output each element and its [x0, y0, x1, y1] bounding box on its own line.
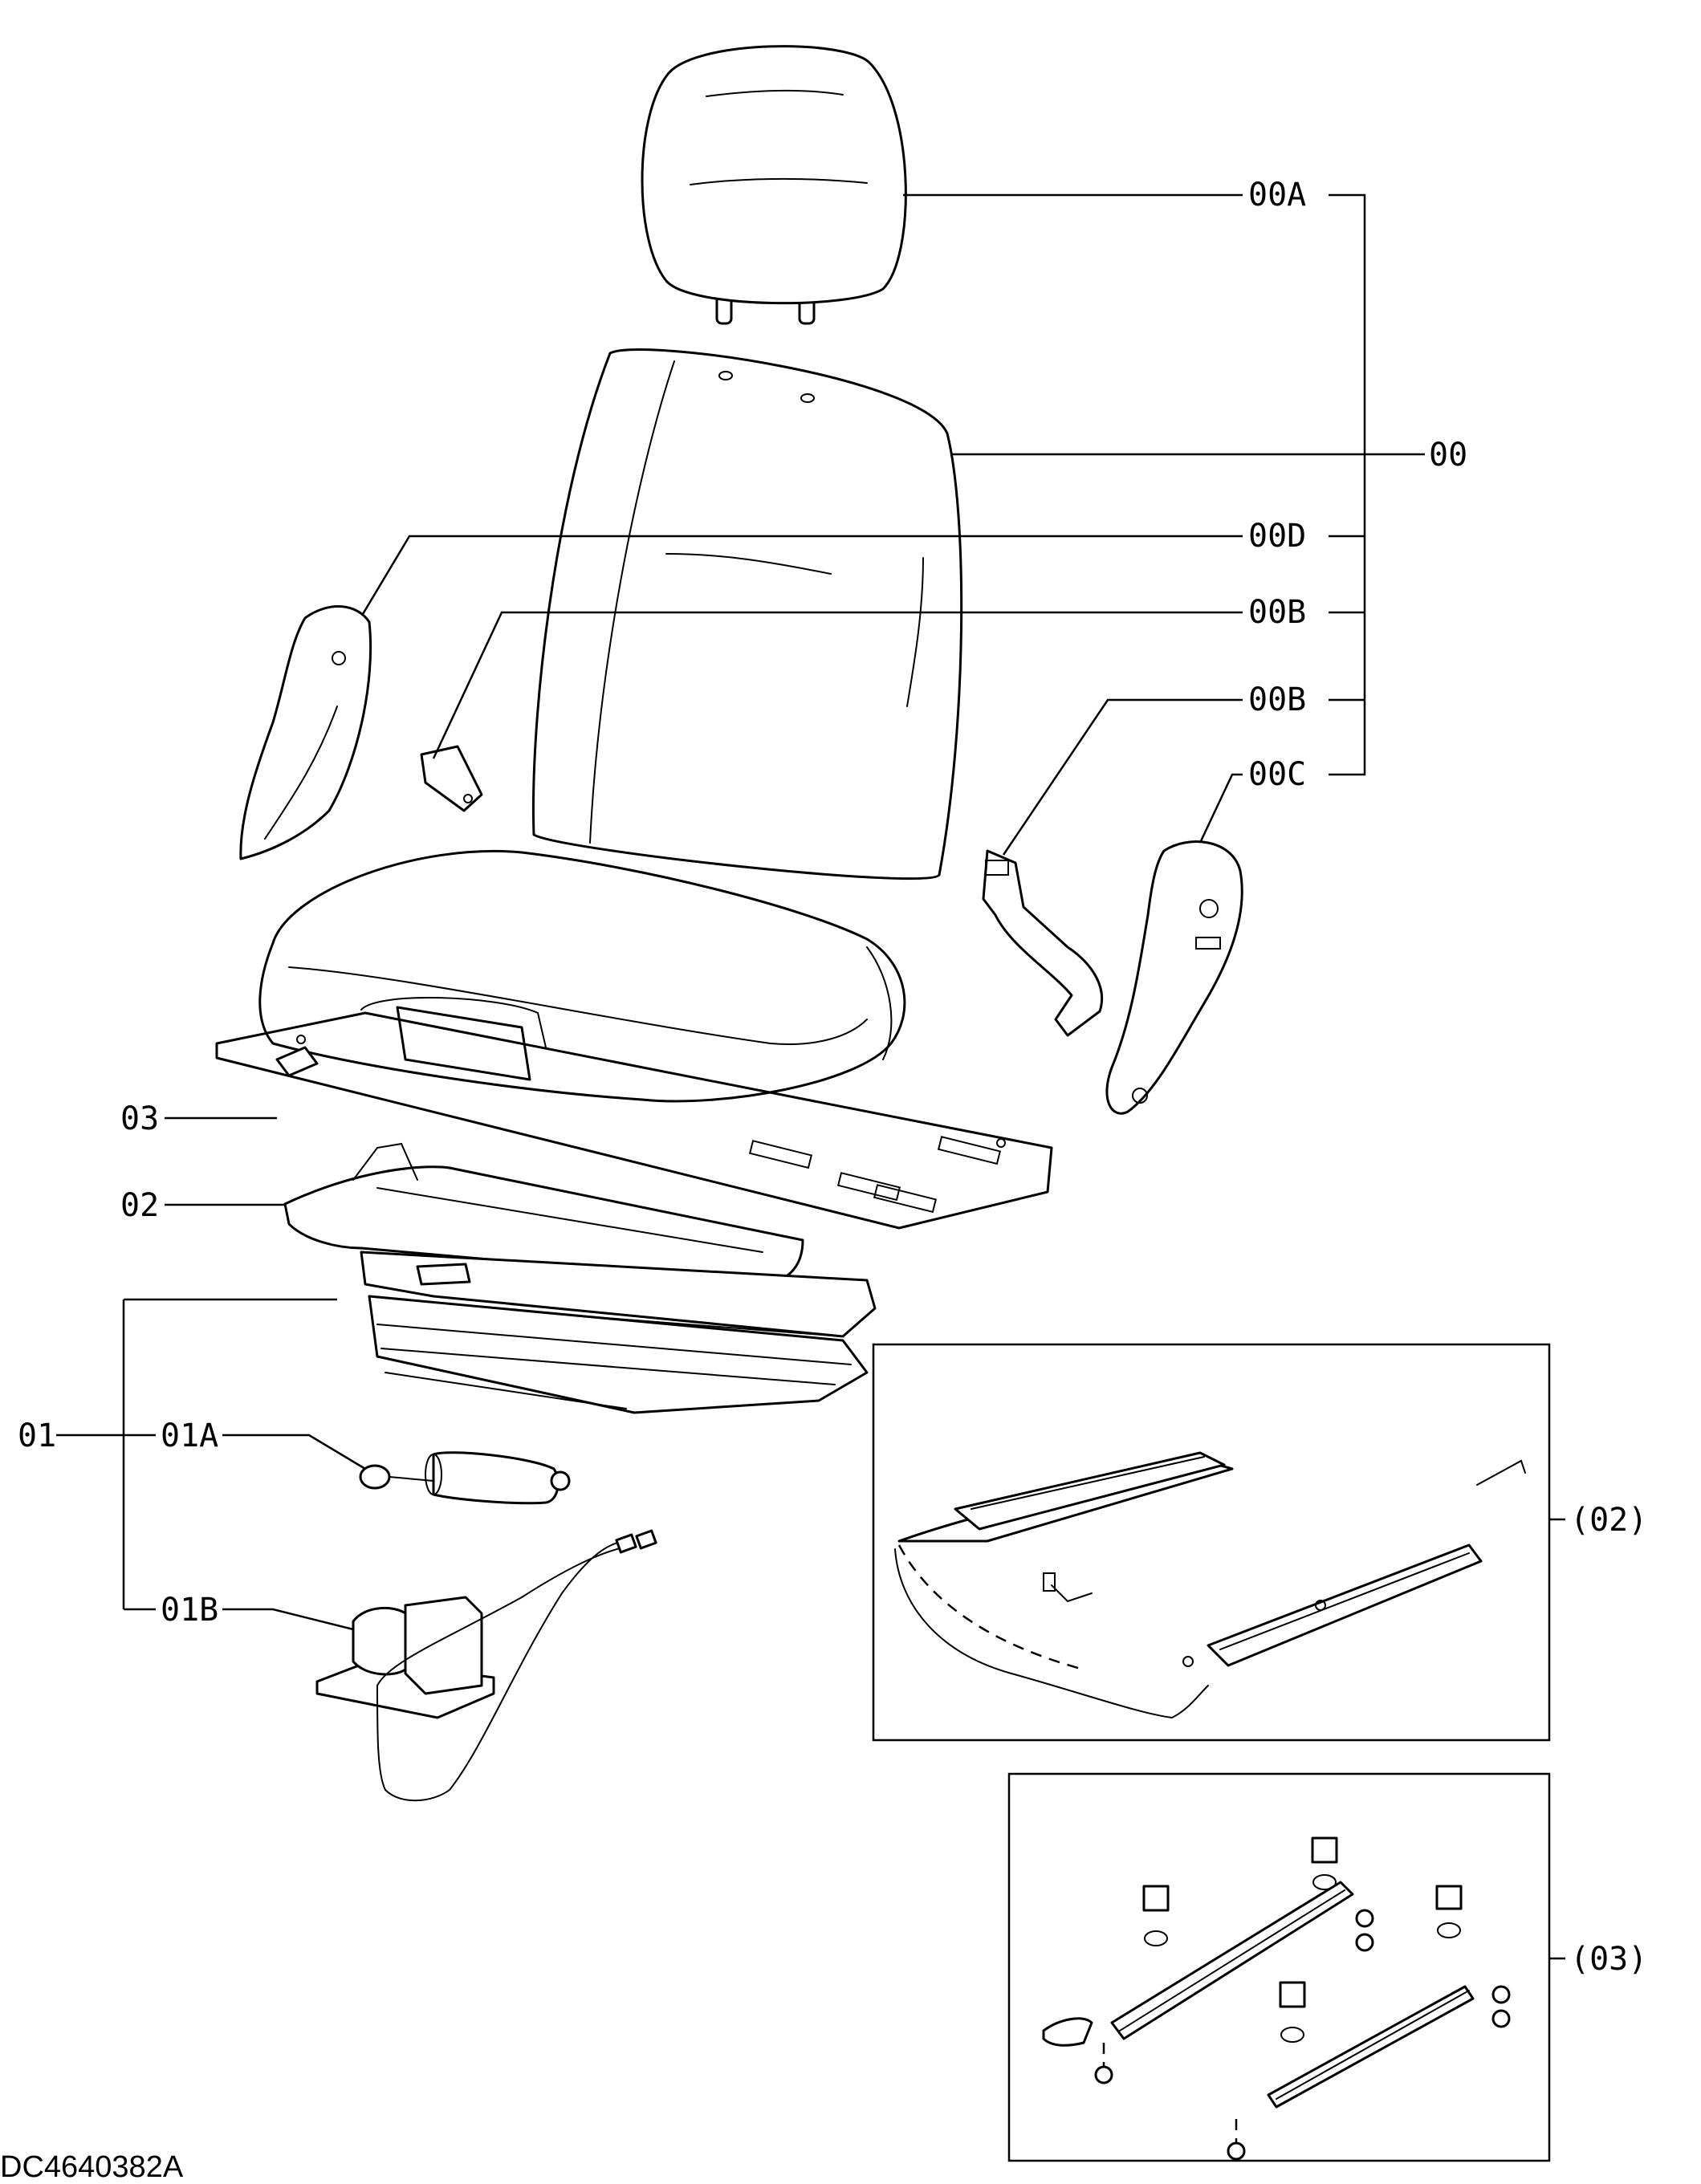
callout-detail-03: (03): [1570, 1941, 1647, 1978]
backrest-part: [531, 348, 963, 881]
suspension-base-part: [283, 1142, 877, 1414]
callout-detail-02: (02): [1570, 1502, 1647, 1539]
callout-00B-left: 00B: [1248, 594, 1306, 631]
callout-00B-right: 00B: [1248, 681, 1306, 718]
left-side-cover-part: [239, 605, 372, 860]
callout-00A: 00A: [1248, 177, 1306, 214]
drawing-number: DC4640382A: [0, 2150, 184, 2184]
callout-00D: 00D: [1248, 518, 1306, 555]
callout-00C: 00C: [1248, 756, 1306, 793]
callout-00: 00: [1429, 437, 1467, 474]
detail-03-box: [1007, 1772, 1551, 2162]
seat-plate-part: [215, 1011, 1053, 1230]
seat-cushion-part: [258, 849, 906, 1103]
right-side-cover-part: [1105, 840, 1243, 1115]
callout-01: 01: [18, 1417, 56, 1454]
callout-02: 02: [120, 1187, 159, 1224]
right-seat-belt-part: [982, 849, 1104, 1037]
headrest-part: [641, 45, 907, 325]
callout-03: 03: [120, 1100, 159, 1137]
callout-01A: 01A: [161, 1417, 218, 1454]
shock-absorber-part: [359, 1451, 571, 1505]
detail-02-box: [872, 1343, 1551, 1742]
leader-lines: [56, 193, 1565, 1960]
left-seat-belt-part: [420, 745, 483, 812]
callout-01B: 01B: [161, 1592, 218, 1629]
compressor-part: [315, 1529, 657, 1802]
